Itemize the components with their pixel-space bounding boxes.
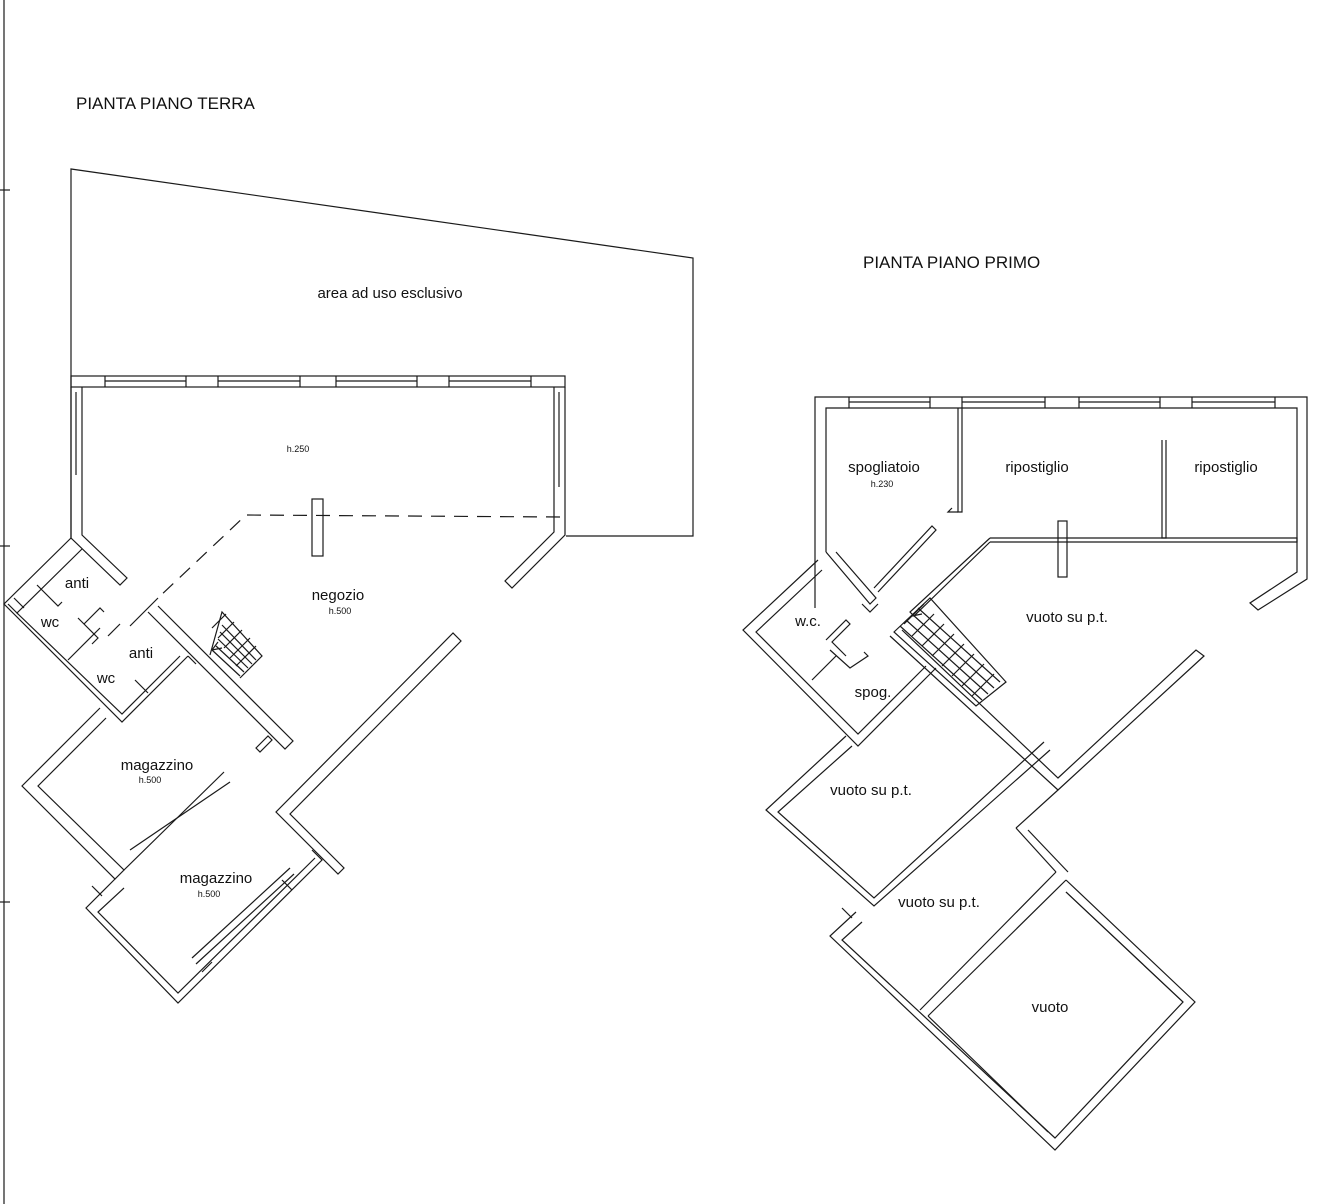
label-storeroom-1: ripostiglio xyxy=(1005,459,1068,476)
label-void-4: vuoto xyxy=(1032,999,1069,1016)
label-anteroom-2: anti xyxy=(129,645,153,662)
label-storage-1-height: h.500 xyxy=(139,775,162,785)
label-spog: spog. xyxy=(855,684,892,701)
ground-floor-plan: PIANTA PIANO TERRA xyxy=(3,94,694,1004)
label-wc-2: wc xyxy=(96,670,116,687)
label-void-3: vuoto su p.t. xyxy=(898,894,980,911)
first-floor-plan: PIANTA PIANO PRIMO xyxy=(742,253,1308,1151)
margin-rule xyxy=(0,0,10,1204)
label-exclusive-area: area ad uso esclusivo xyxy=(317,285,462,302)
label-shop-height: h.500 xyxy=(329,606,352,616)
first-floor-lower-walls xyxy=(765,629,1205,1151)
first-floor-title: PIANTA PIANO PRIMO xyxy=(863,253,1040,272)
label-wc-1: wc xyxy=(40,614,60,631)
label-storage-1: magazzino xyxy=(121,757,194,774)
shop-right-wall xyxy=(275,632,462,875)
shop-partition xyxy=(147,605,294,753)
shop-side-walls xyxy=(70,387,566,599)
label-storeroom-2: ripostiglio xyxy=(1194,459,1257,476)
first-floor-services xyxy=(742,559,937,747)
ground-stair xyxy=(209,610,263,679)
label-storage-2: magazzino xyxy=(180,870,253,887)
storage-2-walls xyxy=(85,849,323,1004)
label-shop: negozio xyxy=(312,587,365,604)
label-entrance-height: h.250 xyxy=(287,444,310,454)
first-floor-partitions xyxy=(825,408,1298,617)
label-void-main: vuoto su p.t. xyxy=(1026,609,1108,626)
services-block xyxy=(3,537,189,723)
ground-floor-title: PIANTA PIANO TERRA xyxy=(76,94,256,113)
label-wc: w.c. xyxy=(794,613,821,630)
shop-front-wall xyxy=(70,375,566,388)
label-anteroom-1: anti xyxy=(65,575,89,592)
label-changing-room: spogliatoio xyxy=(848,459,920,476)
exclusive-area-outline xyxy=(70,168,694,538)
label-storage-2-height: h.500 xyxy=(198,889,221,899)
label-void-2: vuoto su p.t. xyxy=(830,782,912,799)
label-changing-room-height: h.230 xyxy=(871,479,894,489)
storage-1-walls xyxy=(21,655,231,880)
first-floor-front-wall xyxy=(814,396,1308,611)
first-stair xyxy=(893,597,1007,707)
